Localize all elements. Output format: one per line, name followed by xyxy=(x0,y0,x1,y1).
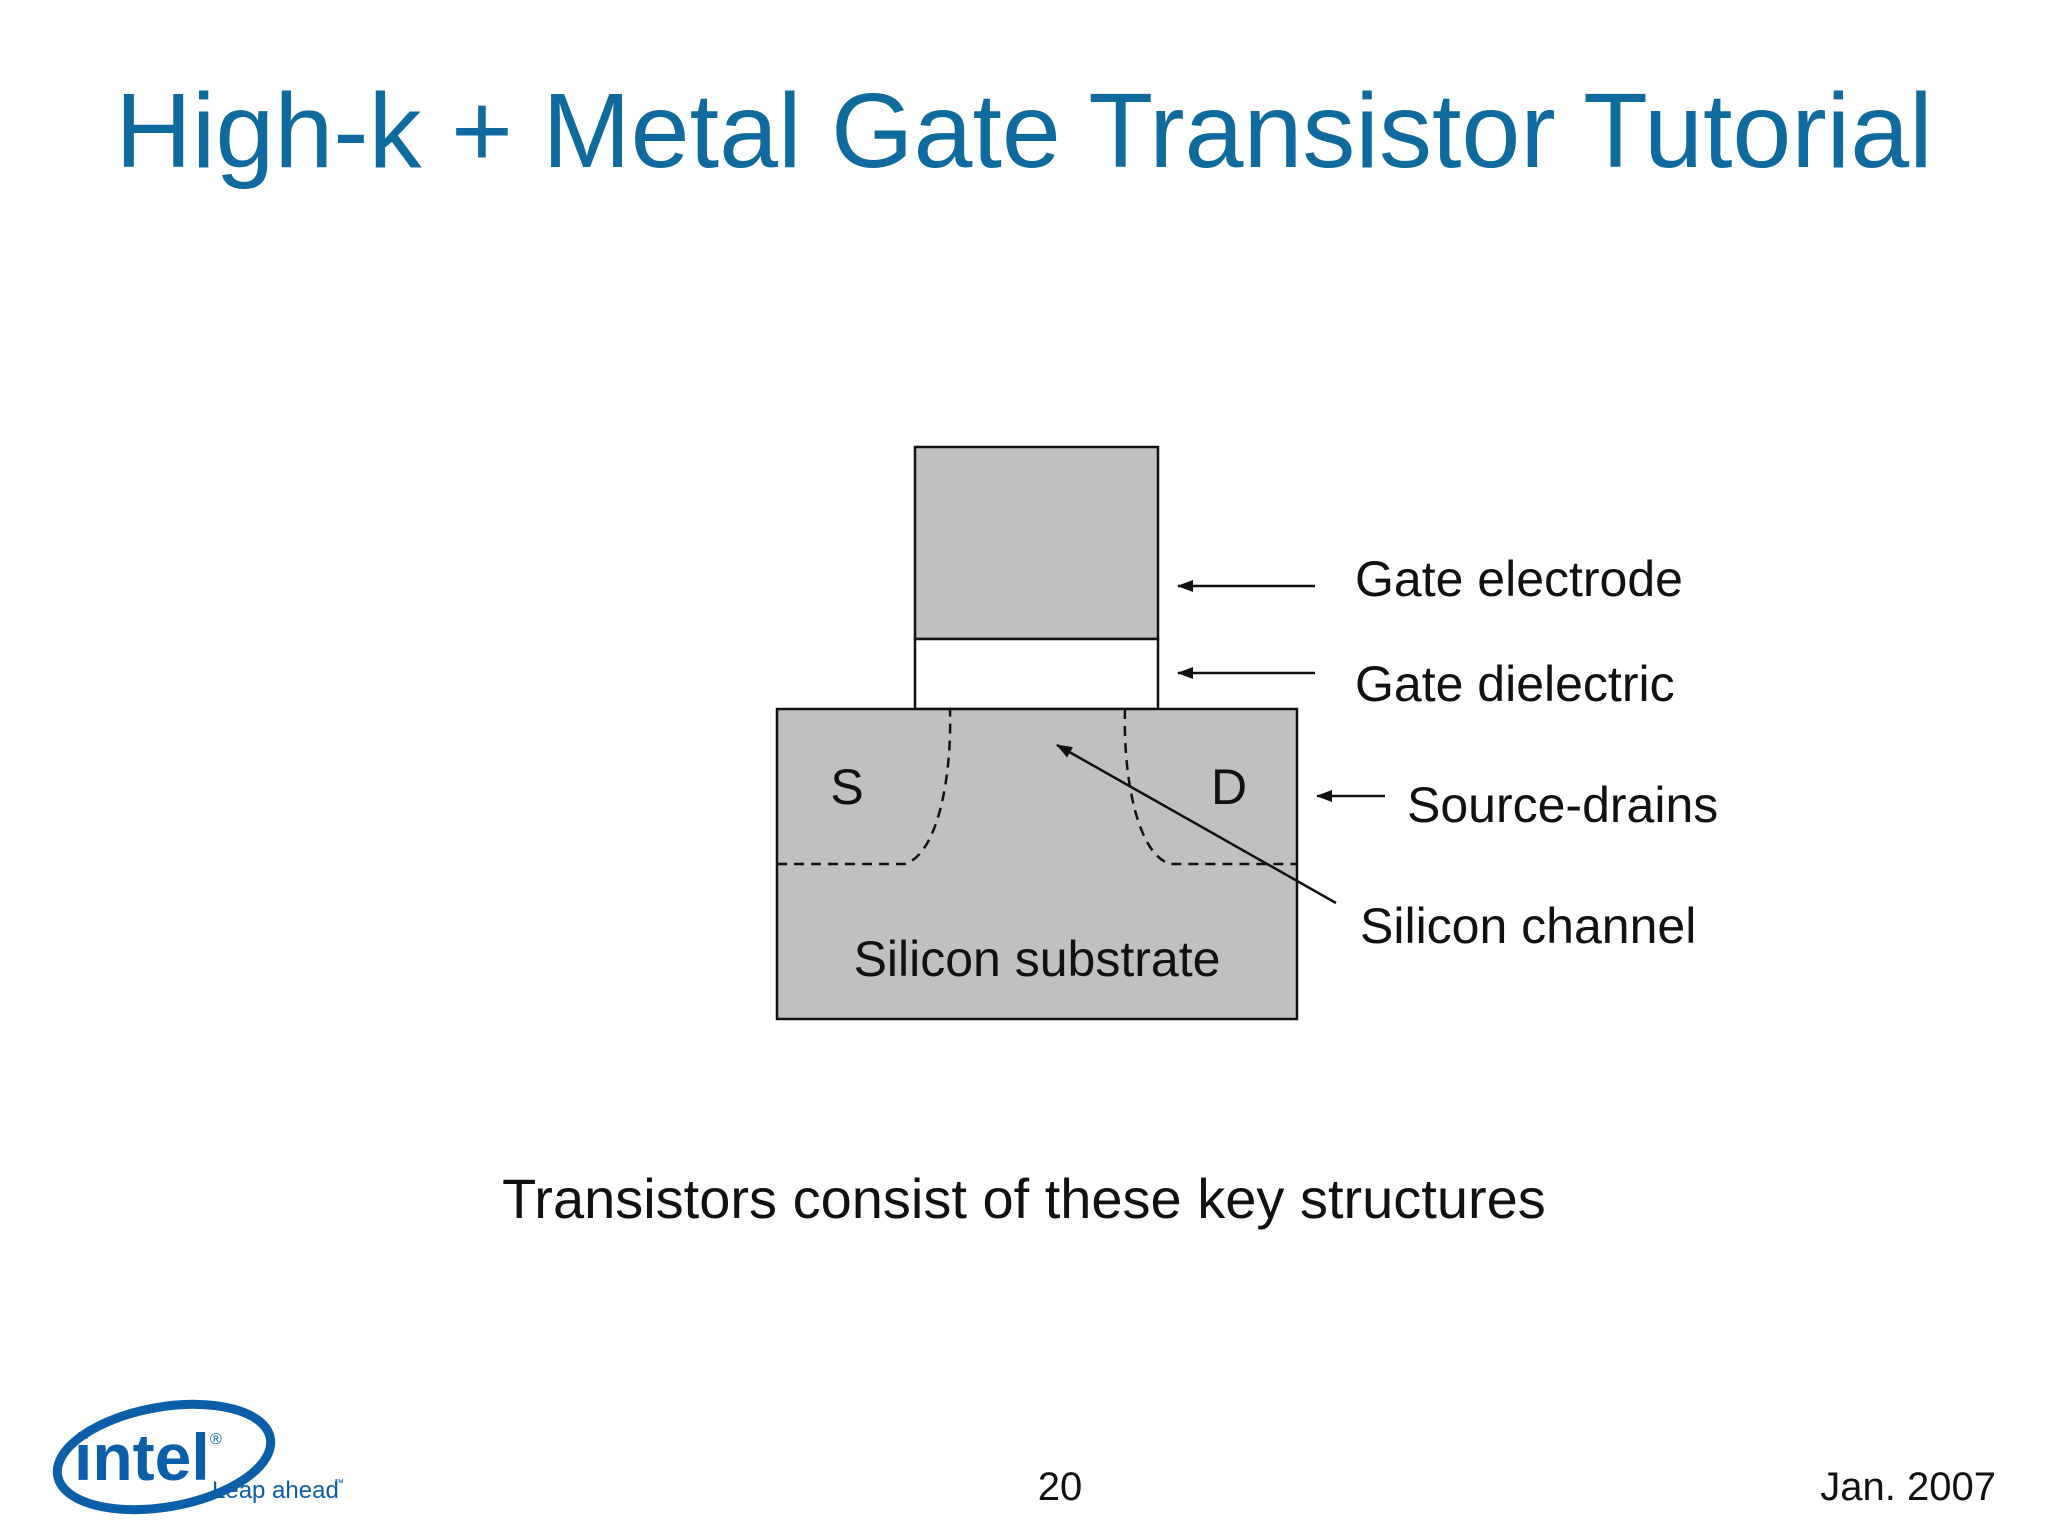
intel-logo-icon: intel ® Leap ahead ™ xyxy=(52,1399,344,1515)
source-drains-callout: Source-drains xyxy=(1407,777,1718,833)
gate-dielectric-layer xyxy=(913,637,1160,711)
silicon-channel-arrow-icon xyxy=(1056,743,1337,905)
source-label: S xyxy=(830,759,863,815)
gate-electrode-callout: Gate electrode xyxy=(1355,551,1683,607)
silicon-channel-callout: Silicon channel xyxy=(1360,898,1696,954)
logo-registered-mark: ® xyxy=(210,1431,222,1448)
logo-tagline: Leap ahead xyxy=(212,1477,339,1504)
logo-wordmark: intel xyxy=(74,1420,210,1494)
gate-electrode-block xyxy=(913,445,1160,641)
slide-caption: Transistors consist of these key structu… xyxy=(502,1167,1546,1230)
substrate-label: Silicon substrate xyxy=(854,931,1221,987)
drain-region-boundary xyxy=(1123,708,1297,866)
slide-title: High-k + Metal Gate Transistor Tutorial xyxy=(115,72,1933,190)
logo-trademark: ™ xyxy=(334,1478,344,1489)
gate-dielectric-callout: Gate dielectric xyxy=(1355,656,1675,712)
slide-date: Jan. 2007 xyxy=(1820,1465,1996,1509)
source-region-boundary xyxy=(777,708,952,866)
drain-label: D xyxy=(1211,759,1247,815)
page-number: 20 xyxy=(1037,1465,1083,1509)
